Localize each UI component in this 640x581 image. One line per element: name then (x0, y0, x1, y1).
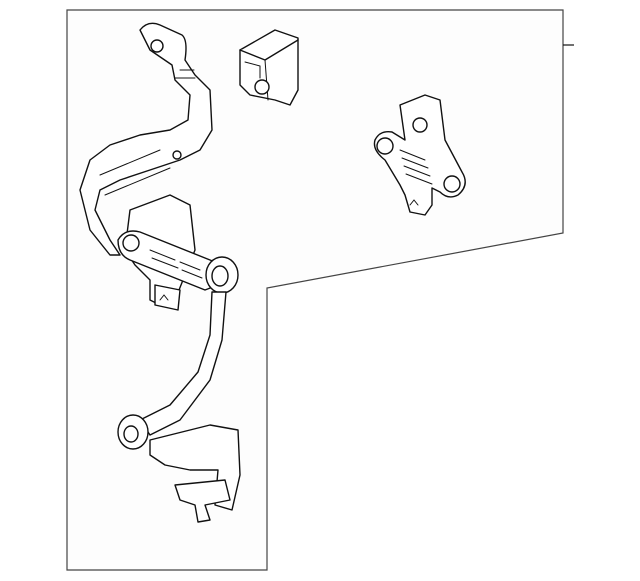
height-sensor[interactable] (373, 94, 466, 216)
bracket-hole (172, 150, 182, 160)
group-frame (66, 9, 564, 571)
link-rod (139, 291, 227, 436)
arm-pivot (122, 234, 140, 252)
bracket-hole (150, 39, 164, 53)
connector-tab (154, 284, 181, 311)
mounting-bracket (79, 22, 213, 256)
lower-bracket-clip (174, 479, 231, 523)
height-sensor-assembly[interactable] (79, 22, 241, 523)
electrical-connector[interactable] (239, 29, 299, 106)
